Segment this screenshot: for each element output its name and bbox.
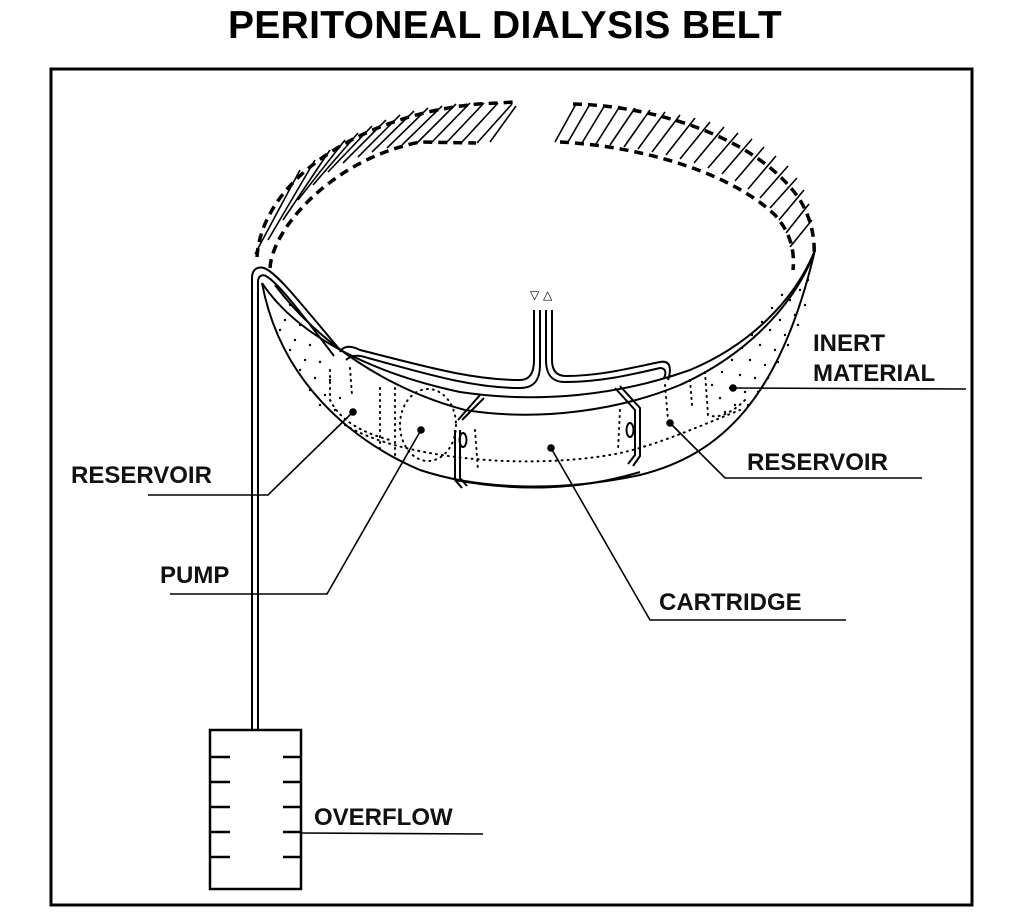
label-pump: PUMP [160, 562, 229, 589]
cartridge-clips [454, 385, 641, 489]
diagram-title: PERITONEAL DIALYSIS BELT [227, 4, 783, 47]
hatch-right [554, 103, 813, 248]
flow-in-icon: ▽ [530, 288, 540, 302]
label-inert-material-line1: INERT [813, 330, 885, 357]
label-reservoir-left: RESERVOIR [71, 462, 212, 489]
label-overflow: OVERFLOW [314, 804, 453, 831]
frame-border [49, 67, 974, 907]
tubing [251, 266, 671, 730]
body-outline-dashed [254, 100, 816, 271]
label-inert-material-line2: MATERIAL [813, 360, 935, 387]
belt [261, 249, 816, 489]
label-cartridge: CARTRIDGE [659, 589, 802, 616]
hatch-left [254, 102, 517, 255]
inert-material-stipple [710, 278, 810, 414]
internal-compartments-dotted [329, 367, 746, 471]
leader-lines [148, 384, 967, 835]
flow-out-icon: △ [543, 288, 553, 302]
overflow-container [208, 728, 303, 891]
left-reservoir-stipple [273, 298, 342, 412]
label-reservoir-right: RESERVOIR [747, 449, 888, 476]
